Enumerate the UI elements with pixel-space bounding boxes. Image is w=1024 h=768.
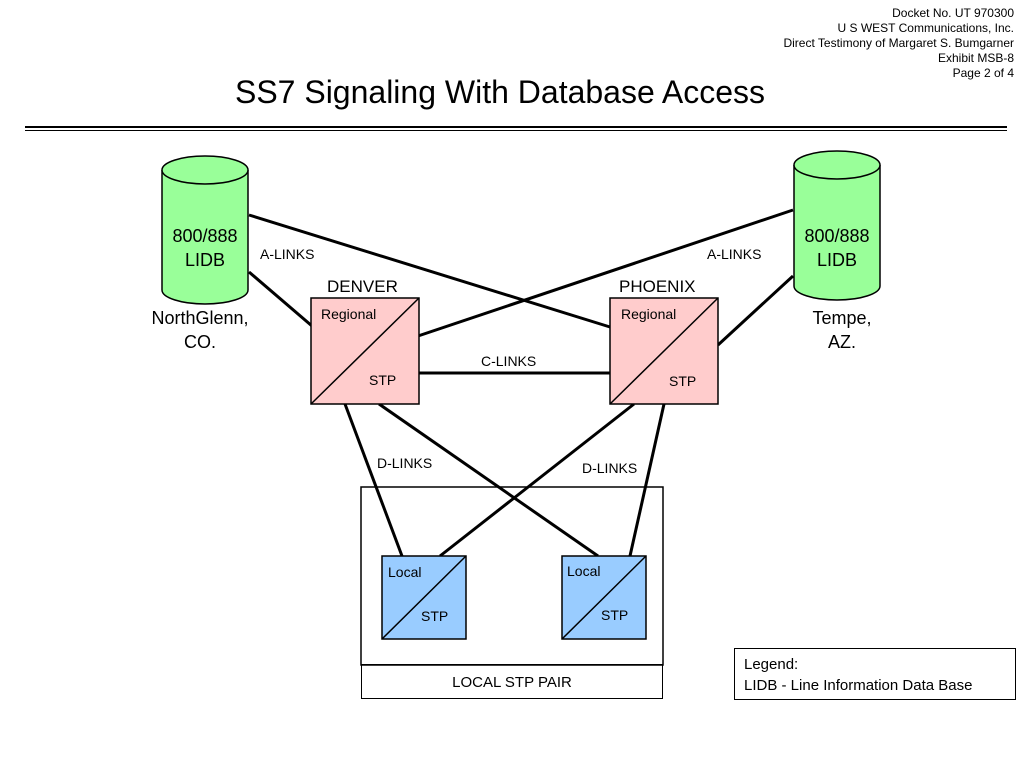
site-tempe-line1: Tempe, [812,308,872,328]
a-link-right-db-to-phoenix [716,274,795,347]
local-stp-pair-frame [360,486,664,666]
phoenix-stp-label: STP [669,373,697,389]
database-cylinder-left [161,155,249,305]
a-link-left-db-to-phoenix [248,213,611,329]
local-stp-right-box [561,555,647,640]
site-tempe: Tempe, AZ. [792,306,892,354]
docket-info: Docket No. UT 970300 U S WEST Communicat… [783,6,1014,81]
local-right-top-label: Local [567,563,601,579]
local-stp-left-box [381,555,467,640]
local-left-top-label: Local [388,564,422,580]
site-northglenn-line2: CO. [183,332,216,352]
local-stp-pair-label: LOCAL STP PAIR [361,664,663,699]
d-links-left-label: D-LINKS [377,455,433,471]
city-phoenix: PHOENIX [619,277,696,296]
legend-entry: LIDB - Line Information Data Base [744,677,973,694]
title-rule-thin [25,130,1007,131]
d-link-denver-to-local-left [343,403,404,557]
site-tempe-line2: AZ. [827,332,856,352]
a-link-right-db-to-denver [417,208,794,338]
database-right-line1: 800/888 [804,226,870,246]
title-rule-thick [25,126,1007,128]
database-cylinder-right [793,150,881,301]
page-title: SS7 Signaling With Database Access [234,74,766,110]
phoenix-regional-label: Regional [621,306,677,322]
legend-box: Legend: LIDB - Line Information Data Bas… [734,648,1016,700]
a-links-left-label: A-LINKS [260,246,315,262]
a-links-right-label: A-LINKS [707,246,762,262]
docket-exhibit: Exhibit MSB-8 [937,51,1014,65]
d-link-phoenix-to-local-right [628,403,666,557]
docket-testimony: Direct Testimony of Margaret S. Bumgarne… [783,36,1014,50]
d-link-phoenix-to-local-left [439,402,635,558]
database-left-label: 800/888 LIDB [162,224,248,272]
docket-number: Docket No. UT 970300 [892,6,1014,20]
database-right-label: 800/888 LIDB [794,224,880,272]
site-northglenn-line1: NorthGlenn, [151,308,249,328]
a-link-left-db-to-denver [248,270,313,328]
database-left-line1: 800/888 [172,226,238,246]
database-left-line2: LIDB [184,250,226,270]
regional-stp-phoenix-box [609,297,719,405]
city-denver: DENVER [327,277,398,296]
d-link-denver-to-local-right [378,402,599,558]
docket-page: Page 2 of 4 [952,66,1014,80]
regional-stp-denver-box [310,297,420,405]
database-right-line2: LIDB [816,250,858,270]
d-links-right-label: D-LINKS [582,460,638,476]
denver-regional-label: Regional [321,306,377,322]
local-right-stp-label: STP [601,607,629,623]
c-links-label: C-LINKS [481,353,537,369]
local-left-stp-label: STP [421,608,449,624]
docket-company: U S WEST Communications, Inc. [837,21,1015,35]
legend-title: Legend: [744,656,799,673]
site-northglenn: NorthGlenn, CO. [140,306,260,354]
denver-stp-label: STP [369,372,397,388]
